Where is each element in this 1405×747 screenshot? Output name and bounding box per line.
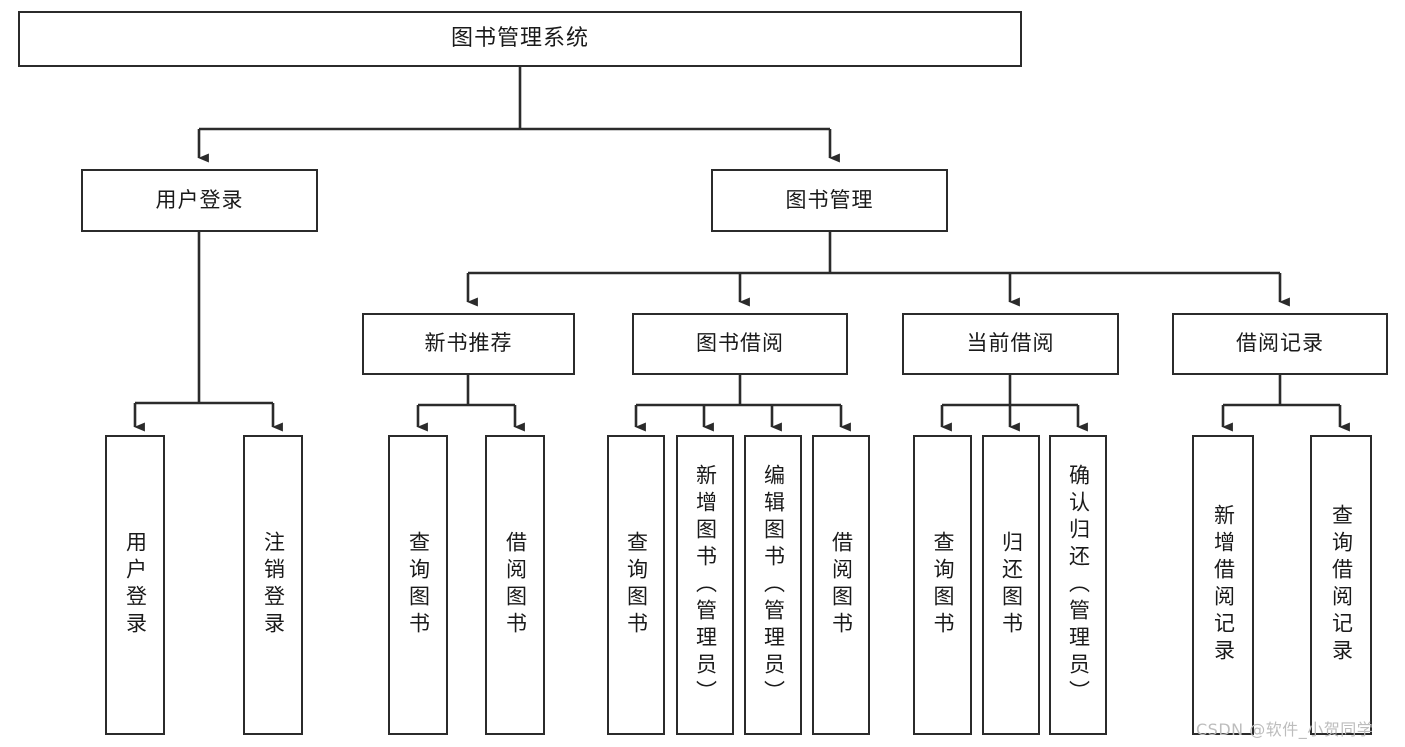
node-label: 图书管理系统 — [450, 25, 589, 51]
leaf-query-book-1[interactable]: 查询图书 — [388, 435, 448, 735]
node-label: 用户登录 — [123, 531, 148, 639]
leaf-return-book[interactable]: 归还图书 — [982, 435, 1040, 735]
node-label: 新增图书（管理员） — [693, 463, 718, 707]
node-label: 注销登录 — [261, 531, 286, 639]
node-label: 查询图书 — [931, 531, 955, 639]
node-label: 图书借阅 — [696, 331, 784, 356]
node-label: 用户登录 — [155, 187, 244, 212]
node-label: 查询图书 — [406, 531, 431, 639]
node-book-borrow[interactable]: 图书借阅 — [632, 313, 848, 375]
node-label: 借阅记录 — [1236, 331, 1324, 356]
node-root-system[interactable]: 图书管理系统 — [18, 11, 1022, 67]
node-label: 查询图书 — [624, 531, 649, 639]
node-label: 新书推荐 — [424, 331, 513, 356]
node-label: 查询借阅记录 — [1329, 504, 1354, 666]
node-book-manage[interactable]: 图书管理 — [711, 169, 948, 232]
node-label: 当前借阅 — [966, 331, 1055, 356]
csdn-watermark: CSDN @软件_小贺同学 — [1196, 720, 1374, 739]
node-label: 图书管理 — [785, 187, 874, 212]
leaf-logout[interactable]: 注销登录 — [243, 435, 303, 735]
node-user-login[interactable]: 用户登录 — [81, 169, 318, 232]
node-label: 借阅图书 — [829, 531, 854, 639]
leaf-add-book[interactable]: 新增图书（管理员） — [676, 435, 734, 735]
node-label: 新增借阅记录 — [1211, 504, 1236, 666]
node-new-book-rec[interactable]: 新书推荐 — [362, 313, 575, 375]
leaf-confirm-return[interactable]: 确认归还（管理员） — [1049, 435, 1107, 735]
node-current-borrow[interactable]: 当前借阅 — [902, 313, 1119, 375]
leaf-query-book-2[interactable]: 查询图书 — [607, 435, 665, 735]
leaf-query-record[interactable]: 查询借阅记录 — [1310, 435, 1372, 735]
node-label: 编辑图书（管理员） — [761, 463, 786, 707]
node-label: 归还图书 — [999, 531, 1024, 639]
leaf-query-book-3[interactable]: 查询图书 — [913, 435, 972, 735]
leaf-user-login[interactable]: 用户登录 — [105, 435, 165, 735]
node-label: 借阅图书 — [503, 531, 528, 639]
leaf-add-record[interactable]: 新增借阅记录 — [1192, 435, 1254, 735]
leaf-borrow-book-1[interactable]: 借阅图书 — [485, 435, 545, 735]
node-borrow-record[interactable]: 借阅记录 — [1172, 313, 1388, 375]
node-label: 确认归还（管理员） — [1066, 463, 1091, 707]
leaf-edit-book[interactable]: 编辑图书（管理员） — [744, 435, 802, 735]
leaf-borrow-book-2[interactable]: 借阅图书 — [812, 435, 870, 735]
